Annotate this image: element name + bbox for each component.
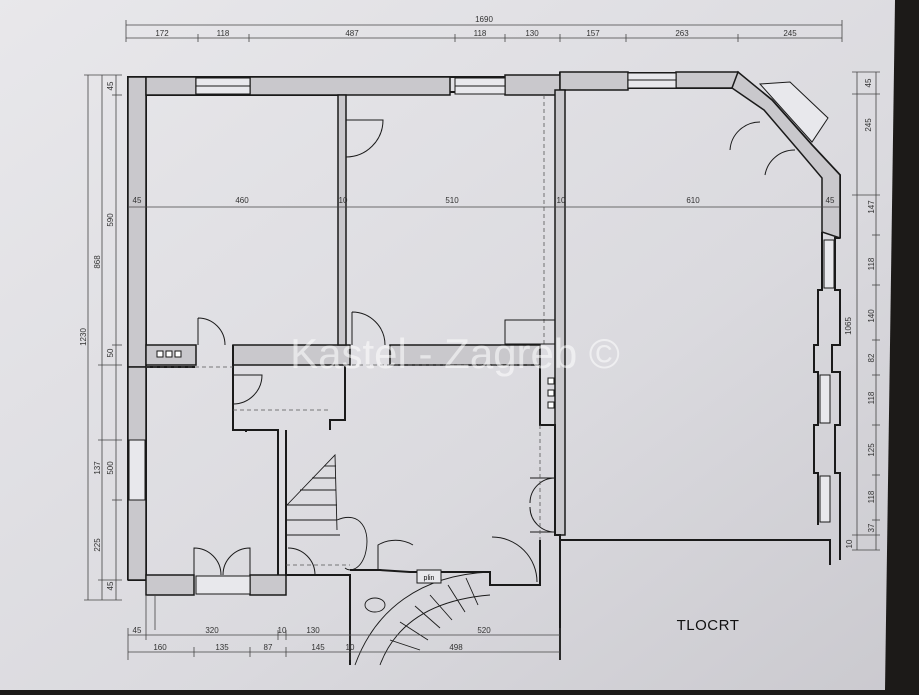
dim-top-seg: 118 (474, 29, 487, 38)
plin-box (416, 569, 442, 584)
vent-grates (156, 319, 556, 409)
dim-left-225: 225 (93, 538, 102, 552)
dim-right-seg: 37 (867, 523, 876, 532)
dim-left-137: 137 (93, 461, 102, 475)
dim-bottom: 320 (205, 626, 219, 635)
bottom-stub-lines (145, 595, 156, 630)
dim-room: 10 (557, 196, 566, 205)
dim-right-seg: 147 (867, 200, 876, 214)
dim-top-seg: 263 (675, 29, 689, 38)
photo-edge (885, 0, 919, 690)
dim-room: 460 (235, 196, 249, 205)
plan-title: TLOCRT (677, 617, 740, 634)
dim-room: 10 (339, 196, 348, 205)
dim-bottom: 135 (215, 643, 229, 652)
bottom-dimension-lines (127, 628, 561, 660)
dim-left-868: 868 (93, 255, 102, 269)
dim-bottom: 87 (264, 643, 273, 652)
dim-right-seg: 45 (864, 78, 873, 87)
dim-top-seg: 130 (525, 29, 539, 38)
dim-left-50: 50 (106, 348, 115, 357)
dim-right-seg: 10 (845, 539, 854, 548)
dim-top-seg: 245 (783, 29, 797, 38)
dim-bottom: 520 (477, 626, 491, 635)
dim-right-seg: 118 (867, 391, 876, 404)
top-dimension-lines (125, 20, 843, 42)
staircase (286, 453, 491, 666)
dim-left-45-bottom: 45 (106, 581, 115, 590)
left-dimension-lines (84, 74, 122, 601)
dim-left-total: 1230 (79, 328, 88, 346)
dim-bottom: 10 (346, 643, 355, 652)
dim-right-seg: 125 (867, 443, 876, 457)
dim-top-seg: 157 (586, 29, 600, 38)
bay-wall (731, 70, 841, 240)
dim-left-590: 590 (106, 213, 115, 227)
watermark: Kastel - Zagreb © (290, 330, 620, 377)
dim-room: 610 (686, 196, 700, 205)
dim-room: 45 (133, 196, 142, 205)
dim-left-45-top: 45 (106, 81, 115, 90)
dim-right-seg: 118 (867, 257, 876, 270)
dim-right-seg: 82 (867, 353, 876, 362)
windows (128, 72, 835, 595)
dim-bottom: 130 (306, 626, 320, 635)
right-dimension-lines (852, 71, 880, 551)
dim-bottom: 498 (449, 643, 463, 652)
dim-top-seg: 118 (217, 29, 230, 38)
plin-label: plin (424, 575, 435, 582)
dim-bottom: 145 (311, 643, 325, 652)
dim-top-seg: 172 (155, 29, 169, 38)
doors (193, 119, 796, 583)
dim-room: 510 (445, 196, 459, 205)
dim-bottom: 160 (153, 643, 167, 652)
dim-bottom: 45 (133, 626, 142, 635)
dashed-lines (146, 95, 545, 566)
dim-right-seg: 245 (864, 118, 873, 132)
dim-left-500: 500 (106, 461, 115, 475)
dim-room: 45 (826, 196, 835, 205)
dim-top-total: 1690 (475, 15, 493, 24)
dim-bottom: 10 (278, 626, 287, 635)
dim-right-seg: 118 (867, 490, 876, 503)
dim-right-seg: 140 (867, 309, 876, 323)
dim-top-seg: 487 (345, 29, 359, 38)
dim-right-1065: 1065 (844, 317, 853, 335)
